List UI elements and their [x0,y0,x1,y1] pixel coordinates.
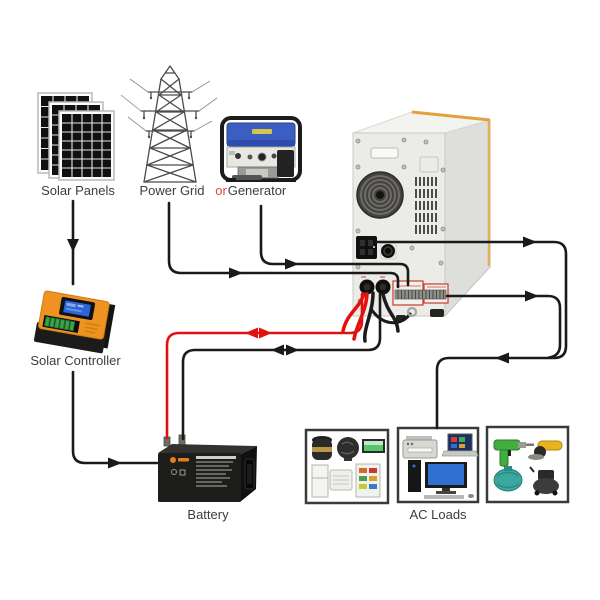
arrow-right-icon [108,457,122,469]
round-connector-icon [380,242,397,260]
ac-loads-box-electronics [396,426,480,504]
inverter-icon [341,110,491,343]
arrow-right-icon [523,236,537,248]
battery-terminal-knobs [359,276,391,295]
wire-controller-to-battery [71,370,159,465]
arrowheads [67,236,539,469]
arrow-right-icon [229,267,243,279]
wire-battery-positive [165,292,364,440]
wires [71,199,568,465]
wire-inverter-output-1 [375,240,568,430]
solar-panels-label: Solar Panels [41,183,115,198]
arrow-right-icon [259,327,272,339]
wire-inverter-output-2 [445,294,562,359]
battery-icon [158,434,257,502]
arrow-down-icon [67,239,79,252]
solar-controller-icon [33,290,116,354]
or-label: or [215,183,227,198]
ac-outlet-icon [356,236,377,259]
ac-loads-box-tools [485,425,570,504]
arrow-left-icon [495,352,509,364]
arrow-left-icon [245,327,258,339]
generator-label: Generator [227,183,287,198]
wire-grid-to-inverter [167,201,400,289]
ac-terminal-block [392,280,449,306]
power-grid-tower-icon [120,65,218,183]
arrow-right-icon [525,290,539,302]
solar-panels-icon [37,92,115,181]
ac-loads-box-appliances [304,428,390,505]
ac-loads-label: AC Loads [409,507,467,522]
arrow-right-icon [285,258,299,270]
generator-icon [220,116,302,182]
cooling-fan-icon [356,171,404,219]
arrow-right-icon [286,344,299,356]
wire-generator-to-inverter [259,204,410,287]
arrow-left-icon [271,344,284,356]
solar-controller-label: Solar Controller [30,353,121,368]
battery-label: Battery [187,507,229,522]
power-grid-label: Power Grid [139,183,205,198]
vent-slots [415,177,437,234]
